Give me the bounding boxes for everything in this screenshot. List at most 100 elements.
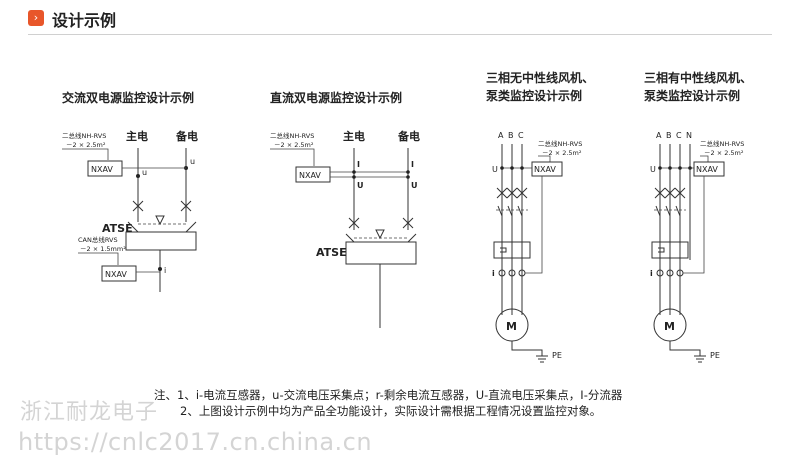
diagram-three-phase-no-neutral: 三相无中性线风机、 泵类监控设计示例 A B C 二总线NH-RVS －2 × …: [486, 70, 594, 363]
watermark-company: 浙江耐龙电子: [20, 400, 159, 425]
atse-box: [345, 241, 417, 265]
phase-label: A: [656, 131, 662, 140]
nxav-device: [101, 265, 137, 282]
pe-label: PE: [552, 351, 562, 360]
notes: 注、1、i-电流互感器，u-交流电压采集点；r-剩余电流互感器，U-直流电压采集…: [154, 387, 774, 419]
voltage-point: [500, 166, 504, 170]
bus-wire: [538, 155, 551, 162]
voltage-point: [352, 175, 356, 179]
voltage-point: [658, 166, 662, 170]
thermal-relay: [493, 241, 531, 259]
header-divider: [28, 34, 772, 35]
bus-spec-line2: －2 × 2.5m²: [704, 149, 744, 157]
breaker-x: [348, 217, 360, 229]
phase-label: B: [508, 131, 514, 140]
ground-symbol: [511, 341, 548, 363]
signal-i: i: [492, 269, 495, 278]
diagram-title-line2: 泵类监控设计示例: [644, 88, 740, 103]
note-line-1: 注、1、i-电流互感器，u-交流电压采集点；r-剩余电流互感器，U-直流电压采集…: [154, 388, 623, 402]
diagram-title-line1: 三相无中性线风机、: [486, 70, 594, 85]
relay-element: [500, 247, 507, 253]
can-bus-line1: CAN总线RVS: [78, 235, 118, 244]
motor-label: M: [664, 320, 675, 333]
current-transformer: [498, 269, 506, 277]
note-line-2: 2、上图设计示例中均为产品全功能设计，实际设计需根据工程情况设置监控对象。: [180, 404, 602, 418]
bus-spec-line2: －2 × 2.5m²: [274, 141, 314, 149]
atse-label: ATSE: [102, 222, 133, 235]
pe-label: PE: [710, 351, 720, 360]
bus-wire: [62, 148, 109, 160]
voltage-point: [406, 175, 410, 179]
phase-label: N: [686, 131, 692, 140]
bus-spec-line1: 二总线NH-RVS: [62, 131, 106, 140]
contactor: [655, 205, 681, 217]
phase-label: A: [498, 131, 504, 140]
current-point: [158, 267, 162, 271]
nxav-label: NXAV: [534, 165, 556, 174]
diagram-title-line1: 三相有中性线风机、: [644, 70, 752, 85]
atse-label: ATSE: [316, 246, 347, 259]
breaker-x: [654, 187, 686, 199]
voltage-point: [520, 166, 524, 170]
diagram-dc-dual-power: 直流双电源监控设计示例 主电 备电 二总线NH-RVS －2 × 2.5m² N…: [270, 90, 420, 328]
current-wire: [683, 176, 705, 274]
nxav-device: [693, 161, 725, 177]
signal-u: u: [142, 168, 147, 177]
signal-i: i: [650, 269, 653, 278]
label-main-power: 主电: [343, 129, 365, 143]
signal-wires: [330, 171, 408, 178]
diagram-ac-dual-power: 交流双电源监控设计示例 主电 备电 二总线NH-RVS －2 × 2.5m² u…: [62, 90, 198, 292]
phase-label: C: [518, 131, 524, 140]
atse-triangle: [155, 215, 165, 226]
can-bus-line2: －2 × 1.5mm²: [80, 245, 126, 253]
contactor: [497, 205, 523, 217]
bus-spec-line1: 二总线NH-RVS: [270, 131, 314, 140]
phase-label: B: [666, 131, 672, 140]
nxav-label: NXAV: [696, 165, 718, 174]
nxav-device: [531, 161, 563, 177]
wiring-diagrams: 交流双电源监控设计示例 主电 备电 二总线NH-RVS －2 × 2.5m² u…: [62, 70, 752, 363]
voltage-point: [510, 166, 514, 170]
diagram-title: 交流双电源监控设计示例: [62, 90, 194, 105]
phase-label: C: [676, 131, 682, 140]
bus-spec-line1: 二总线NH-RVS: [538, 139, 582, 148]
bus-wire: [700, 155, 709, 162]
signal-u: u: [190, 157, 195, 166]
label-backup-power: 备电: [175, 129, 198, 143]
breaker-x: [180, 200, 192, 212]
bus-wire: [270, 148, 315, 166]
atse-contacts: [127, 221, 197, 233]
bus-spec-line1: 二总线NH-RVS: [700, 139, 744, 148]
nxav-label: NXAV: [105, 270, 127, 279]
diagram-title: 直流双电源监控设计示例: [270, 90, 402, 105]
chevron-right-icon: ›: [28, 10, 44, 26]
signal-i: i: [164, 266, 166, 275]
section-title: 设计示例: [52, 11, 117, 30]
current-transformer: [666, 269, 674, 277]
signal-u: U: [650, 165, 656, 174]
diagram-three-phase-with-neutral: 三相有中性线风机、 泵类监控设计示例 A B C N 二总线NH-RVS －2 …: [644, 70, 752, 363]
watermark-site: https://cnlc2017.cn.china.cn: [18, 428, 373, 456]
label-backup-power: 备电: [397, 129, 420, 143]
breaker-x: [132, 200, 144, 212]
voltage-point: [668, 166, 672, 170]
voltage-point: [136, 174, 140, 178]
thermal-relay: [651, 241, 689, 259]
motor-label: M: [506, 320, 517, 333]
current-transformer: [508, 269, 516, 277]
atse-contacts: [345, 233, 417, 243]
breaker-x: [402, 217, 414, 229]
current-transformer: [656, 269, 664, 277]
voltage-point: [678, 166, 682, 170]
signal-U: U: [411, 181, 418, 190]
signal-I: I: [411, 160, 414, 169]
nxav-label: NXAV: [91, 165, 113, 174]
breaker-x: [496, 187, 528, 199]
label-main-power: 主电: [126, 129, 148, 143]
shunt-point: [352, 170, 356, 174]
diagram-title-line2: 泵类监控设计示例: [486, 88, 582, 103]
relay-element: [658, 247, 665, 253]
current-wire: [525, 176, 543, 274]
voltage-point: [688, 166, 692, 170]
nxav-device: [87, 160, 123, 177]
